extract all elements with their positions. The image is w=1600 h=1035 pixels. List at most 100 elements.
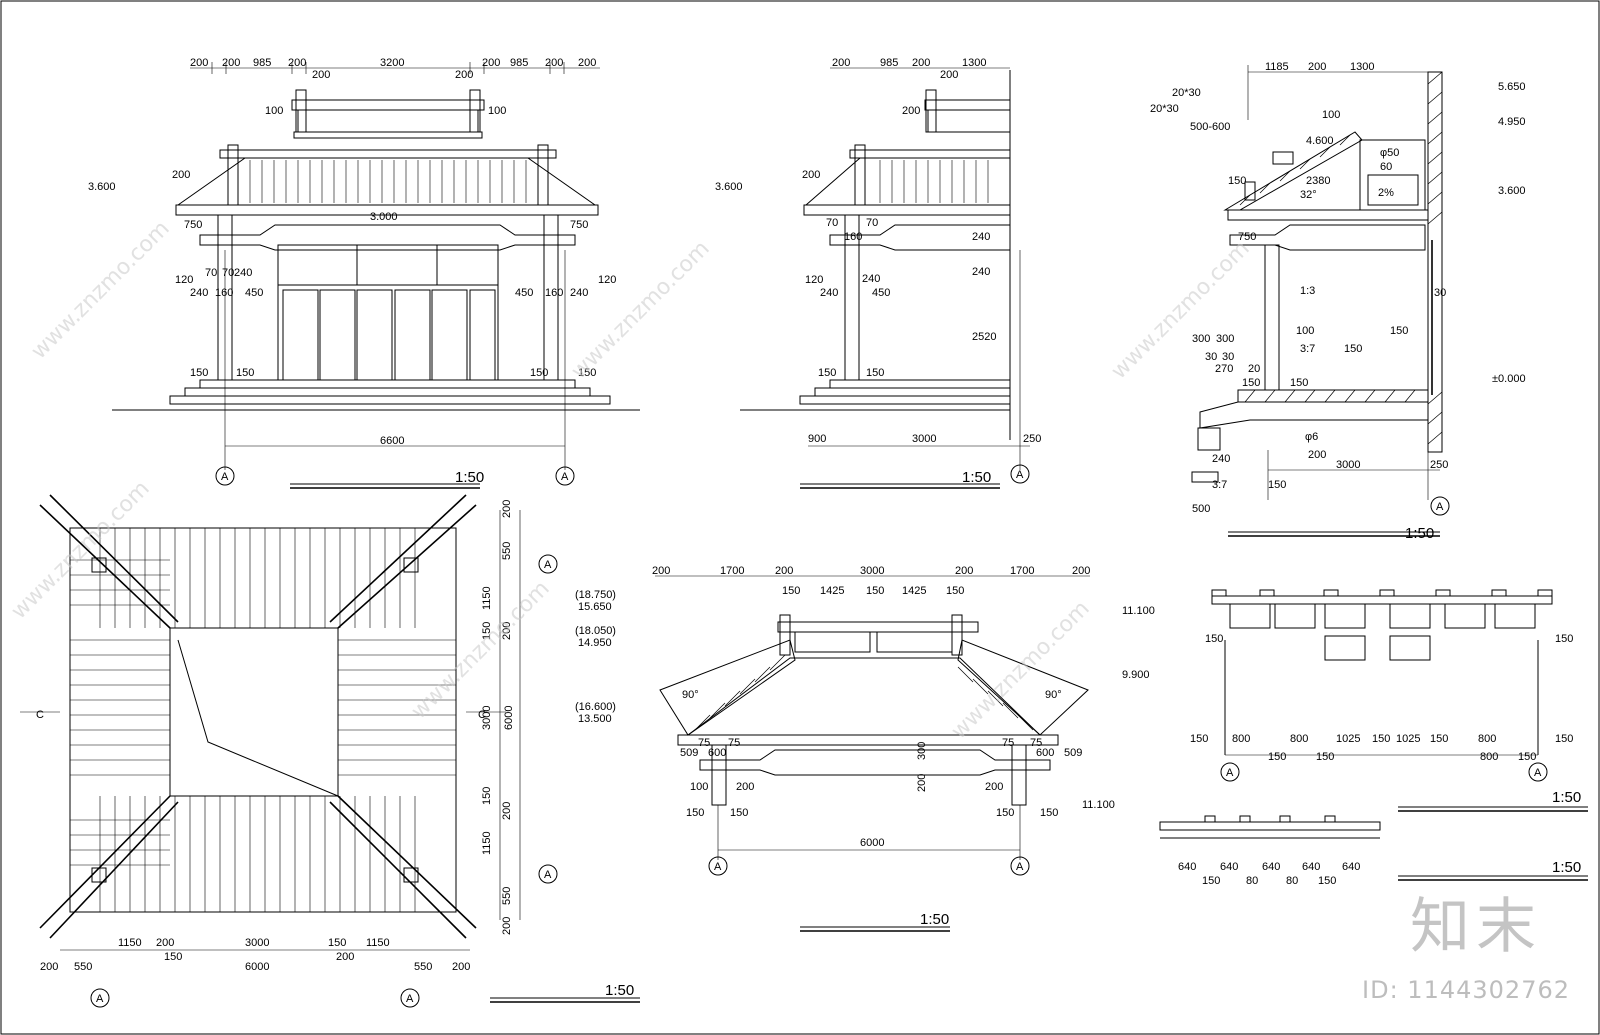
dim-label: 150 (946, 585, 964, 597)
dim-label: 200 (940, 69, 958, 81)
dim-label: 150 (686, 807, 704, 819)
grid-axis-label: A (1534, 767, 1542, 779)
dim-label: 1150 (481, 586, 493, 610)
grid-axis-marker (538, 554, 558, 574)
dim-label: 200 (156, 937, 174, 949)
grid-axis-label: A (406, 993, 414, 1005)
dim-label: 200 (40, 961, 58, 973)
dim-label: 100 (265, 105, 283, 117)
dim-label: 160 (844, 231, 862, 243)
dim-label: 200 (916, 774, 928, 792)
scale-label: 1:50 (605, 982, 634, 999)
dim-label: 3000 (245, 937, 269, 949)
dim-label: 800 (1478, 733, 1496, 745)
dim-label: 800 (1232, 733, 1250, 745)
dim-label: 75 (728, 737, 740, 749)
dim-label: 160 (545, 287, 563, 299)
dim-label: 80 (1286, 875, 1298, 887)
dim-label: 6600 (380, 435, 404, 447)
level-label: 5.650 (1498, 81, 1526, 93)
dim-label: 1025 (1396, 733, 1420, 745)
dim-label: 80 (1246, 875, 1258, 887)
dim-label: 1425 (902, 585, 926, 597)
dim-label: 1185 (1265, 61, 1289, 73)
dim-label: 550 (501, 542, 513, 560)
dim-label: 200 (501, 500, 513, 518)
dim-label: 3000 (481, 706, 493, 730)
note-label: 100 (1296, 325, 1314, 337)
dim-label: 150 (328, 937, 346, 949)
dim-label: 240 (972, 231, 990, 243)
grid-axis-label: A (96, 993, 104, 1005)
front-elevation-labels: 200 200 985 200 3200 200 985 200 200 200… (88, 57, 616, 486)
dim-label: 985 (510, 57, 528, 69)
dim-label: 200 (578, 57, 596, 69)
railing-detail-labels: 11.100 640 640 640 640 640 150 80 80 150… (1082, 799, 1581, 887)
dim-label: 150 (530, 367, 548, 379)
grid-axis-label: A (544, 559, 552, 571)
section-detail-labels: 1185 200 1300 20*30 20*30 500-600 5.650 … (1150, 61, 1526, 542)
dim-label: 200 (501, 802, 513, 820)
dim-label: 150 (1555, 733, 1573, 745)
dim-label: 200 (912, 57, 930, 69)
dim-label: 200 (452, 961, 470, 973)
note-label: 20*30 (1150, 103, 1179, 115)
dim-label: 100 (1322, 109, 1340, 121)
level-label: 15.650 (578, 601, 612, 613)
grid-axis-marker (400, 988, 420, 1008)
dim-label: 550 (414, 961, 432, 973)
dim-label: 200 (832, 57, 850, 69)
dim-label: 100 (488, 105, 506, 117)
dim-label: 150 (1555, 633, 1573, 645)
dim-label: 150 (1268, 751, 1286, 763)
dim-label: 200 (955, 565, 973, 577)
dim-label: 100 (690, 781, 708, 793)
dim-label: 200 (902, 105, 920, 117)
grid-axis-label: A (1436, 501, 1444, 513)
dim-label: 6000 (245, 961, 269, 973)
grid-axis-label: A (714, 861, 722, 873)
dim-label: 150 (1040, 807, 1058, 819)
dim-label: 300 (1192, 333, 1210, 345)
dim-label: 150 (996, 807, 1014, 819)
dim-label: 3:7 (1212, 479, 1227, 491)
dim-label: 1300 (962, 57, 986, 69)
dim-label: 200 (802, 169, 820, 181)
dim-label: 450 (872, 287, 890, 299)
dim-label: 30 (1205, 351, 1217, 363)
dim-label: 150 (236, 367, 254, 379)
dim-label: 550 (501, 887, 513, 905)
dim-label: 30 (1222, 351, 1234, 363)
dim-label: 2380 (1306, 175, 1330, 187)
dim-label: 800 (1480, 751, 1498, 763)
grid-axis-marker (555, 466, 575, 486)
scale-label: 1:50 (962, 469, 991, 486)
level-label: 4.600 (1306, 135, 1334, 147)
angle-label: 90° (682, 689, 699, 701)
dim-label: 150 (481, 622, 493, 640)
dim-label: 1300 (1350, 61, 1374, 73)
dim-label: 75 (698, 737, 710, 749)
dim-label: 150 (1190, 733, 1208, 745)
railing-elevation (1211, 589, 1588, 812)
section-detail (1191, 65, 1443, 537)
dim-label: 640 (1178, 861, 1196, 873)
dim-label: 240 (190, 287, 208, 299)
dim-label: 200 (336, 951, 354, 963)
dim-label: 1150 (118, 937, 142, 949)
dim-label: 200 (545, 57, 563, 69)
grid-axis-label: A (561, 471, 569, 483)
grid-axis-marker (1010, 856, 1030, 876)
dim-label: 500 (1192, 503, 1210, 515)
dim-label: 120 (598, 274, 616, 286)
roof-plan-labels: C C 200 550 1150 150 200 3000 6000 150 2… (36, 500, 634, 1008)
level-label: 9.900 (1122, 669, 1150, 681)
dim-label: 120 (805, 274, 823, 286)
note-label: 1:3 (1300, 285, 1315, 297)
grid-axis-label: A (1226, 767, 1234, 779)
dim-label: 240 (570, 287, 588, 299)
grid-axis-marker (1528, 762, 1548, 782)
side-elevation (740, 67, 1030, 489)
